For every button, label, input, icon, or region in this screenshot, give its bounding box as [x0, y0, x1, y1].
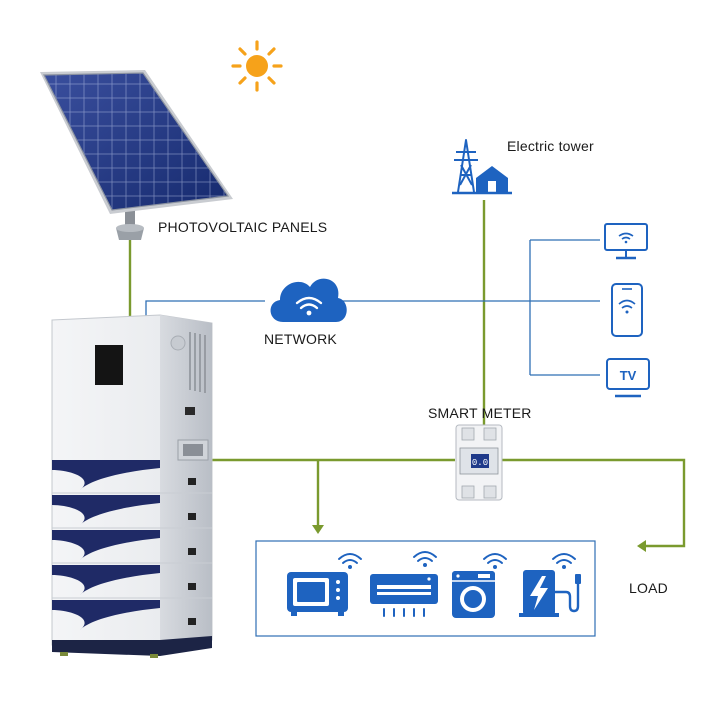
smart-meter-label: SMART METER [428, 405, 532, 421]
load-label: LOAD [629, 580, 668, 596]
tv-icon: TV [606, 358, 650, 398]
photovoltaic-panels-label: PHOTOVOLTAIC PANELS [158, 219, 328, 235]
phone-icon [611, 283, 643, 337]
inverter-display [95, 345, 123, 385]
monitor-icon [604, 223, 648, 260]
meter-display-value: 0.0 [472, 458, 488, 468]
electric-tower-icon [452, 139, 512, 195]
sun-icon [231, 40, 283, 92]
load-box [255, 540, 596, 637]
tv-icon-text: TV [620, 368, 637, 383]
washing-machine-icon [452, 553, 507, 618]
smart-meter: 0.0 [455, 424, 503, 501]
power-lines [128, 200, 686, 548]
cloud-wifi-icon [270, 278, 347, 322]
ev-charger-icon [519, 553, 581, 617]
power-arrows [312, 525, 646, 552]
battery-cabinet [51, 314, 213, 658]
solar-panel [40, 70, 233, 240]
network-label: NETWORK [264, 331, 337, 347]
battery-modules [52, 460, 212, 630]
air-conditioner-icon [370, 551, 438, 617]
electric-tower-label: Electric tower [507, 138, 594, 154]
microwave-icon [287, 553, 362, 616]
network-lines [145, 239, 600, 376]
